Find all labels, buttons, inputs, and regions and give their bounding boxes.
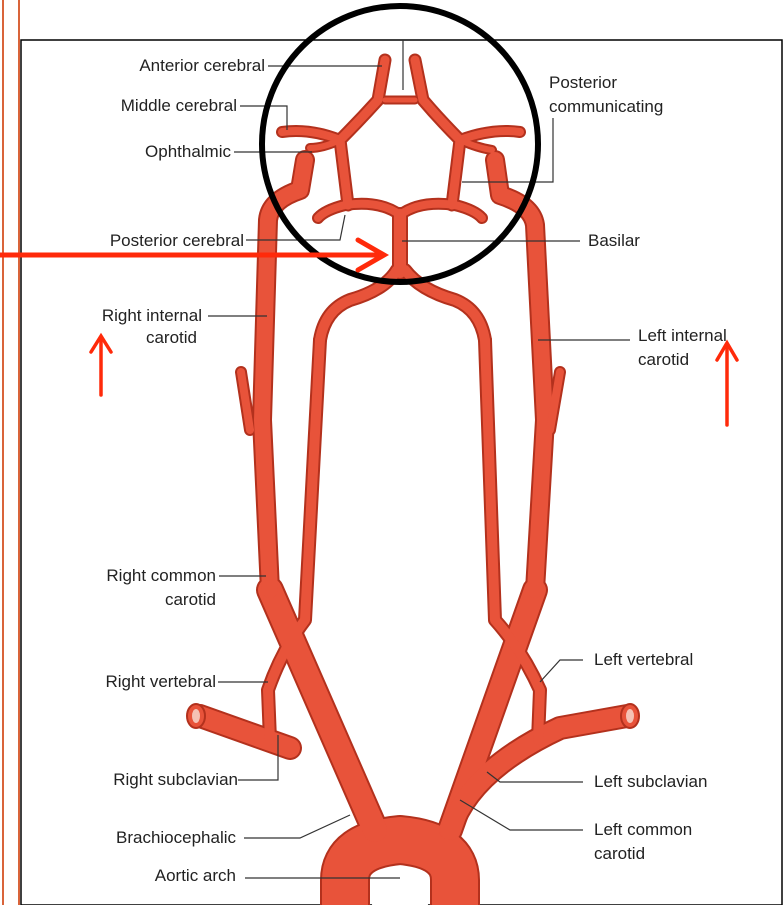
label-left-common-carotid-1: Left common xyxy=(594,819,692,841)
label-left-internal-carotid-1: Left internal xyxy=(638,325,727,347)
label-right-subclavian: Right subclavian xyxy=(113,769,238,791)
up-arrow-right-internal-carotid xyxy=(91,336,111,395)
up-arrow-left-internal-carotid xyxy=(717,343,737,425)
label-ophthalmic: Ophthalmic xyxy=(145,141,231,163)
label-right-internal-carotid-2: carotid xyxy=(146,327,197,349)
label-left-vertebral: Left vertebral xyxy=(594,649,693,671)
label-basilar: Basilar xyxy=(588,230,640,252)
label-right-vertebral: Right vertebral xyxy=(105,671,216,693)
label-brachiocephalic: Brachiocephalic xyxy=(116,827,236,849)
label-posterior-cerebral: Posterior cerebral xyxy=(110,230,244,252)
label-right-common-carotid-1: Right common xyxy=(106,565,216,587)
label-posterior-communicating-2: communicating xyxy=(549,96,663,118)
label-middle-cerebral: Middle cerebral xyxy=(121,95,237,117)
label-left-common-carotid-2: carotid xyxy=(594,843,645,865)
label-left-subclavian: Left subclavian xyxy=(594,771,707,793)
label-posterior-communicating-1: Posterior xyxy=(549,72,617,94)
label-anterior-cerebral: Anterior cerebral xyxy=(139,55,265,77)
label-left-internal-carotid-2: carotid xyxy=(638,349,689,371)
label-aortic-arch: Aortic arch xyxy=(155,865,236,887)
label-right-common-carotid-2: carotid xyxy=(165,589,216,611)
arteries xyxy=(187,60,639,905)
label-right-internal-carotid-1: Right internal xyxy=(102,305,202,327)
annotation-arrows xyxy=(0,240,737,425)
